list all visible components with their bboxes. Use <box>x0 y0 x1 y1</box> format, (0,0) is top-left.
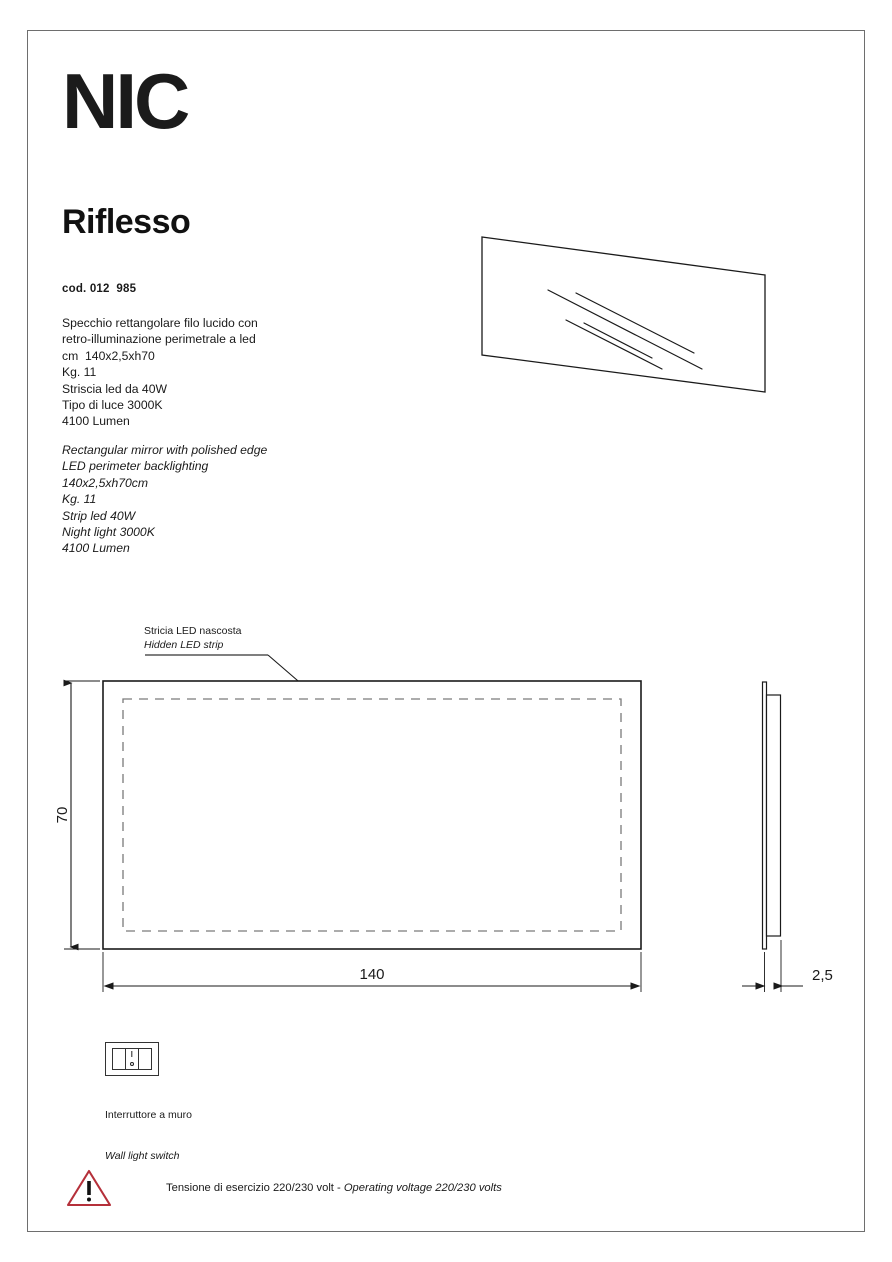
switch-on-mark-icon <box>131 1051 133 1057</box>
height-dimension: 70 <box>54 679 100 951</box>
warning-text-english: Operating voltage 220/230 volts <box>343 1182 502 1194</box>
wall-switch-block: Interruttore a muro Wall light switch <box>105 1042 192 1190</box>
page-title: Riflesso <box>62 203 191 241</box>
switch-cell-right <box>139 1049 151 1069</box>
switch-caption-italian: Interruttore a muro <box>105 1109 192 1121</box>
callout-label-italian: Stricia LED nascosta <box>144 625 242 637</box>
switch-plate-inner <box>112 1048 152 1070</box>
width-dimension: 140 <box>102 952 642 992</box>
mirror-panel-shape <box>481 236 766 393</box>
led-strip-callout: Stricia LED nascosta Hidden LED strip <box>144 624 354 652</box>
depth-dimension: 2,5 <box>742 940 833 992</box>
depth-dimension-label: 2,5 <box>812 967 833 984</box>
specification-english: Rectangular mirror with polished edge LE… <box>62 443 268 556</box>
wall-switch-icon <box>105 1042 159 1076</box>
warning-triangle-icon <box>66 1169 112 1207</box>
led-strip-dashed-outline <box>122 698 622 932</box>
technical-drawing: 70 140 2,5 <box>54 654 833 992</box>
brand-logo: NIC <box>62 57 190 145</box>
reflection-streaks <box>547 289 703 370</box>
warning-text-italian: Tensione di esercizio 220/230 volt - <box>166 1182 344 1194</box>
side-view-backing-panel <box>765 694 782 937</box>
wall-switch-caption: Interruttore a muro Wall light switch <box>105 1082 192 1190</box>
product-code: cod. 012 985 <box>62 283 137 295</box>
switch-cell-left <box>113 1049 126 1069</box>
width-dimension-label: 140 <box>359 966 384 983</box>
mirror-perspective-illustration <box>481 236 766 393</box>
callout-label-english: Hidden LED strip <box>144 639 224 651</box>
warning-footer: Tensione di esercizio 220/230 volt - Ope… <box>66 1168 502 1208</box>
page-border <box>27 30 865 1232</box>
mirror-front-outline <box>102 680 642 950</box>
specification-italian: Specchio rettangolare filo lucido con re… <box>62 316 258 429</box>
switch-caption-english: Wall light switch <box>105 1149 180 1162</box>
switch-cell-center <box>126 1049 139 1069</box>
mirror-side-view <box>761 681 782 950</box>
switch-off-mark-icon <box>130 1062 134 1066</box>
warning-text: Tensione di esercizio 220/230 volt - Ope… <box>166 1182 502 1194</box>
height-dimension-label: 70 <box>54 807 71 824</box>
